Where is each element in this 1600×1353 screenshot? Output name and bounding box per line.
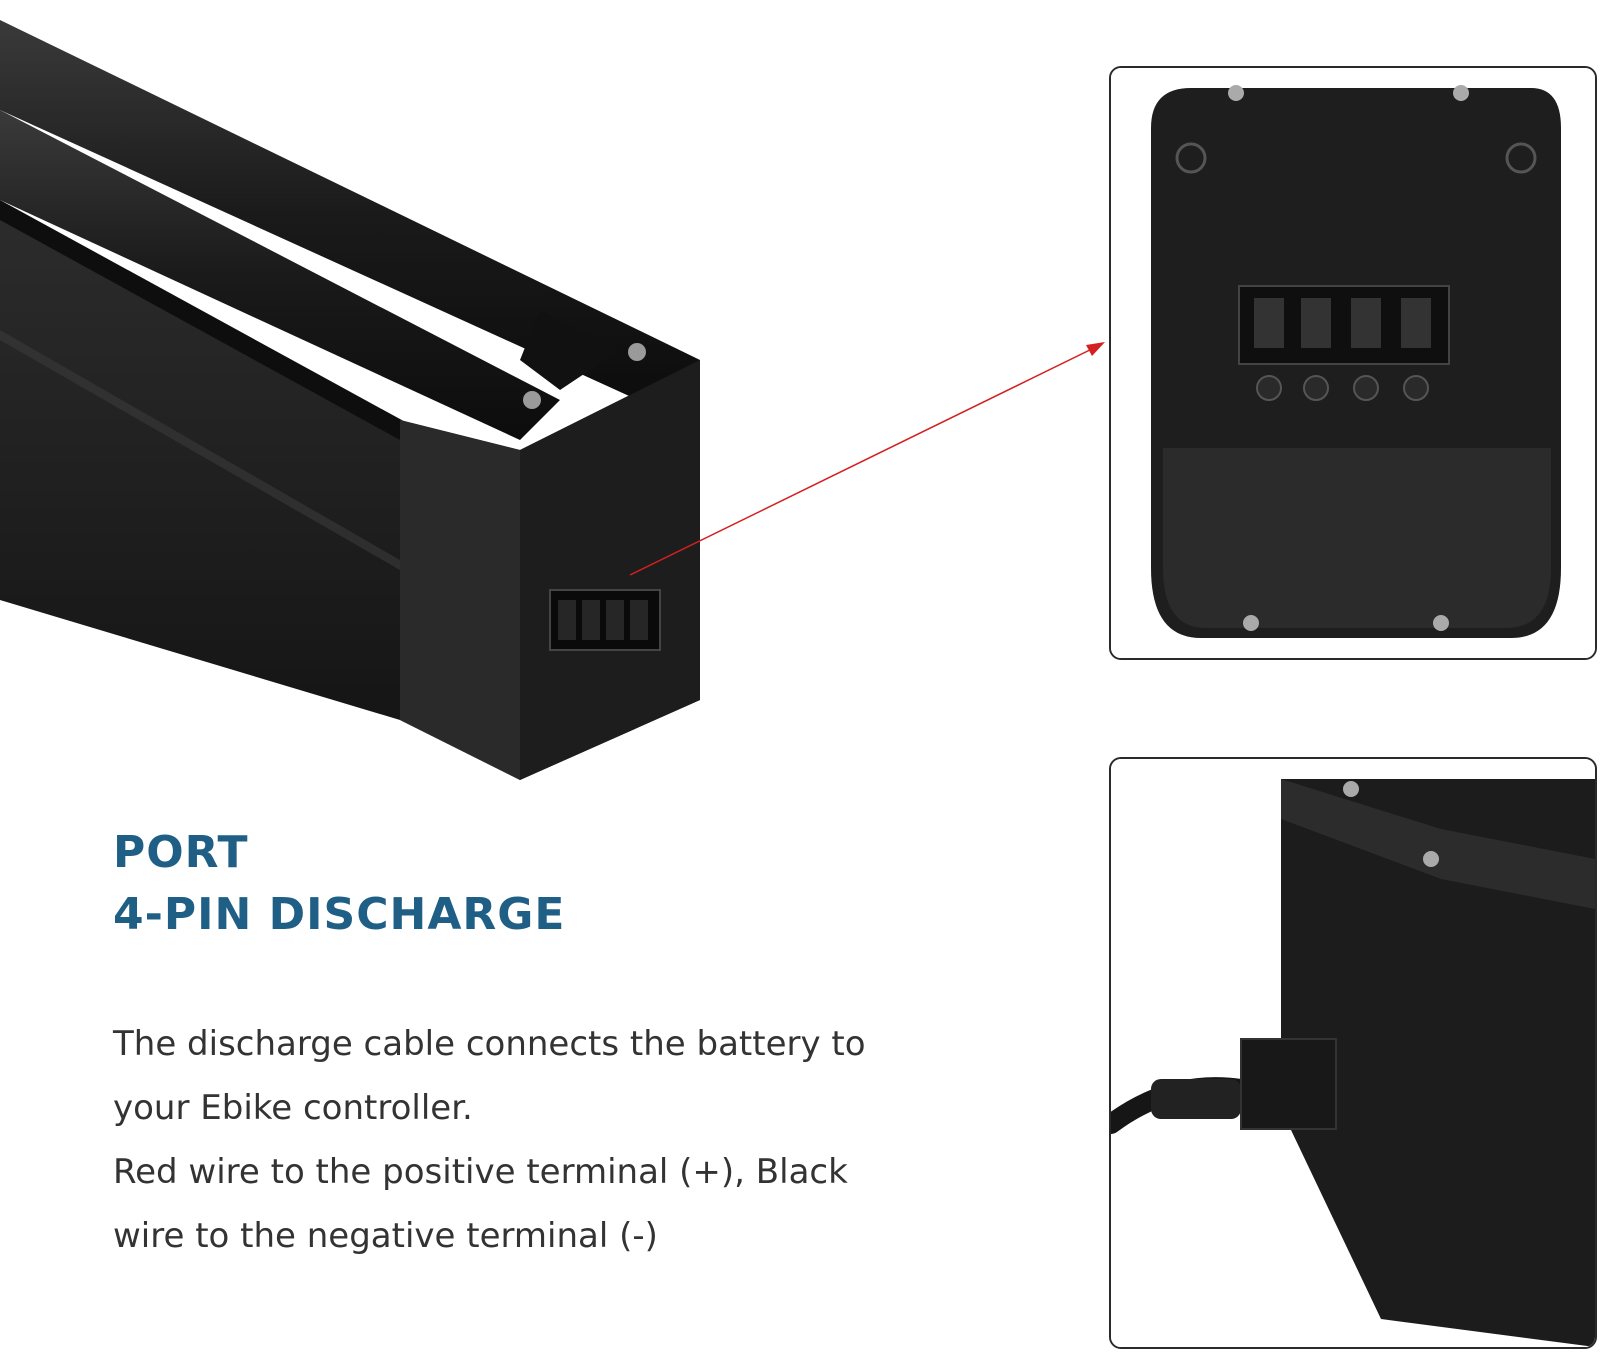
battery-photo — [0, 0, 760, 790]
description-line-1: The discharge cable connects the battery… — [113, 1024, 866, 1064]
port-heading: PORT 4-PIN DISCHARGE — [113, 822, 565, 946]
heading-line-1: PORT — [113, 827, 249, 878]
four-pin-connector — [1238, 285, 1450, 401]
description-line-3: Red wire to the positive terminal (+), B… — [113, 1152, 848, 1192]
cable-plugged-image — [1109, 757, 1597, 1349]
description-line-4: wire to the negative terminal (-) — [113, 1216, 658, 1256]
battery-port — [549, 589, 661, 651]
heading-line-2: 4-PIN DISCHARGE — [113, 889, 566, 940]
port-closeup-image — [1109, 66, 1597, 660]
description-line-2: your Ebike controller. — [113, 1088, 473, 1128]
port-description: The discharge cable connects the battery… — [113, 1012, 933, 1268]
